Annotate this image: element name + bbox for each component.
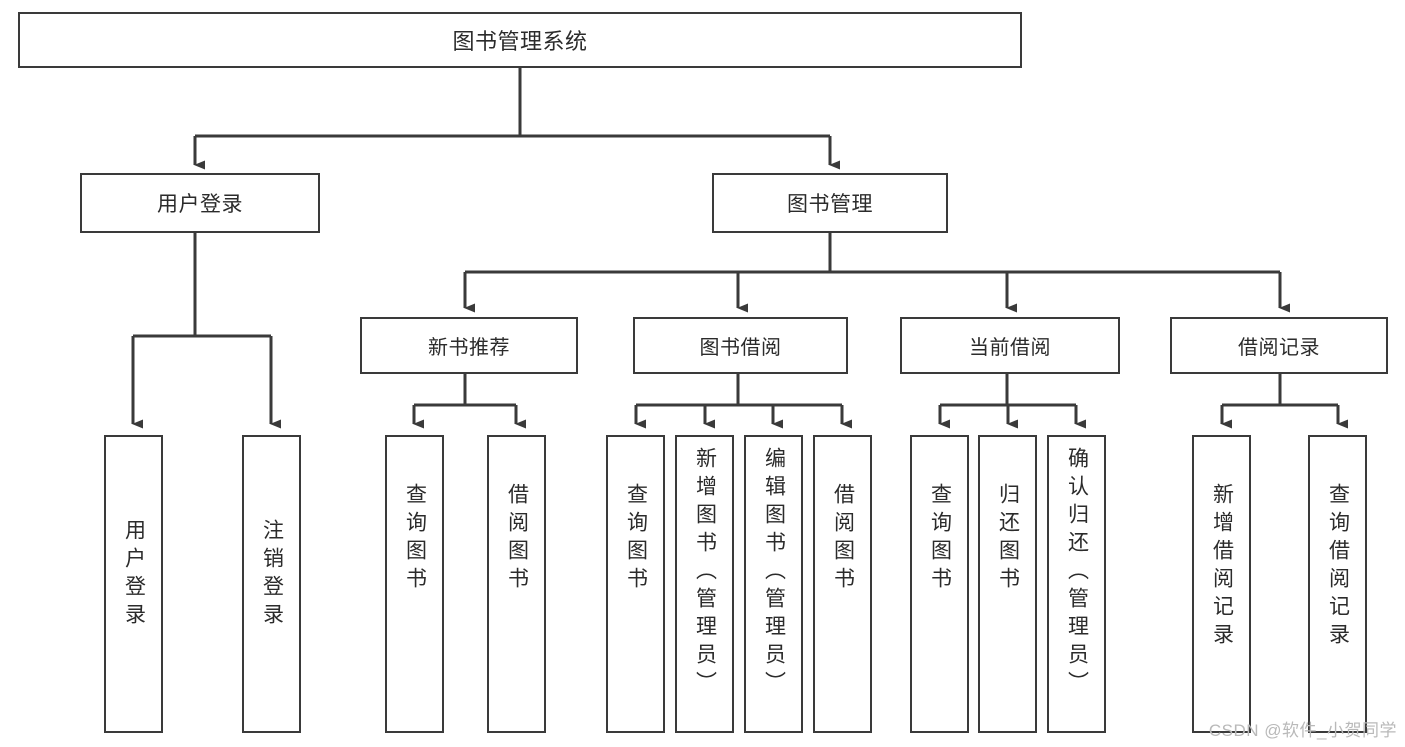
- leaf-edit-book-label: 编辑图书（管理员）: [762, 447, 786, 699]
- leaf-return-book-label: 归还图书: [996, 483, 1020, 595]
- leaf-query-book-3[interactable]: 查询图书: [910, 435, 969, 733]
- node-current-borrow-label: 当前借阅: [969, 337, 1051, 359]
- leaf-query-book-1-label: 查询图书: [403, 483, 427, 595]
- leaf-logout-login[interactable]: 注销登录: [242, 435, 301, 733]
- leaf-edit-book[interactable]: 编辑图书（管理员）: [744, 435, 803, 733]
- leaf-borrow-book-2[interactable]: 借阅图书: [813, 435, 872, 733]
- node-borrow-record[interactable]: 借阅记录: [1170, 317, 1388, 374]
- node-book-borrow-label: 图书借阅: [699, 337, 782, 359]
- leaf-query-book-2[interactable]: 查询图书: [606, 435, 665, 733]
- leaf-confirm-return[interactable]: 确认归还（管理员）: [1047, 435, 1106, 733]
- leaf-borrow-book-1-label: 借阅图书: [505, 483, 529, 595]
- leaf-query-record[interactable]: 查询借阅记录: [1308, 435, 1367, 733]
- leaf-user-login[interactable]: 用户登录: [104, 435, 163, 733]
- node-new-book-recommend-label: 新书推荐: [428, 337, 510, 359]
- leaf-query-book-2-label: 查询图书: [624, 483, 648, 595]
- node-borrow-record-label: 借阅记录: [1238, 337, 1320, 359]
- leaf-user-login-label: 用户登录: [122, 519, 146, 631]
- leaf-borrow-book-2-label: 借阅图书: [831, 483, 855, 595]
- node-book-management[interactable]: 图书管理: [712, 173, 948, 233]
- leaf-logout-login-label: 注销登录: [260, 519, 284, 631]
- leaf-query-book-3-label: 查询图书: [928, 483, 952, 595]
- node-new-book-recommend[interactable]: 新书推荐: [360, 317, 578, 374]
- node-root-book-management-system[interactable]: 图书管理系统: [18, 12, 1022, 68]
- node-user-login-label: 用户登录: [157, 193, 243, 216]
- leaf-add-book[interactable]: 新增图书（管理员）: [675, 435, 734, 733]
- leaf-add-record[interactable]: 新增借阅记录: [1192, 435, 1251, 733]
- node-current-borrow[interactable]: 当前借阅: [900, 317, 1120, 374]
- leaf-borrow-book-1[interactable]: 借阅图书: [487, 435, 546, 733]
- node-user-login[interactable]: 用户登录: [80, 173, 320, 233]
- leaf-return-book[interactable]: 归还图书: [978, 435, 1037, 733]
- node-root-label: 图书管理系统: [452, 29, 588, 54]
- leaf-add-book-label: 新增图书（管理员）: [693, 447, 717, 699]
- leaf-add-record-label: 新增借阅记录: [1210, 483, 1234, 651]
- leaf-query-book-1[interactable]: 查询图书: [385, 435, 444, 733]
- leaf-query-record-label: 查询借阅记录: [1326, 483, 1350, 651]
- leaf-confirm-return-label: 确认归还（管理员）: [1065, 447, 1089, 699]
- node-book-borrow[interactable]: 图书借阅: [633, 317, 848, 374]
- node-book-management-label: 图书管理: [787, 193, 873, 216]
